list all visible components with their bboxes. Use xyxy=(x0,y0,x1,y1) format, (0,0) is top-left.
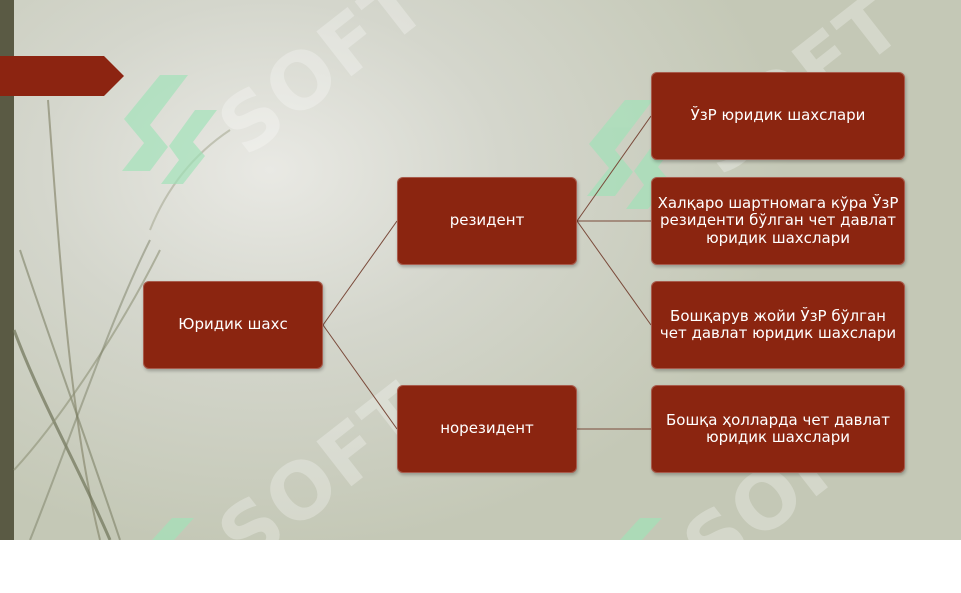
decorative-curves xyxy=(12,99,231,540)
watermark-logo-icon xyxy=(587,100,653,196)
left-accent-bar xyxy=(0,0,14,540)
watermark-logo-icon xyxy=(122,75,188,171)
title-arrow-tab xyxy=(0,56,124,96)
connector-line xyxy=(322,220,398,326)
node-root: Юридик шахс xyxy=(143,281,323,369)
node-resident: резидент xyxy=(397,177,577,265)
node-intl-treaty-residents: Халқаро шартномага кўра ЎзР резиденти бў… xyxy=(651,177,905,265)
connector-line xyxy=(322,324,398,430)
node-other-foreign-entities: Бошқа ҳолларда чет давлат юридик шахслар… xyxy=(651,385,905,473)
node-management-in-uzr: Бошқарув жойи ЎзР бўлган чет давлат юрид… xyxy=(651,281,905,369)
diagram-connectors xyxy=(322,115,652,430)
node-nonresident: норезидент xyxy=(397,385,577,473)
node-uzr-legal-entities: ЎзР юридик шахслари xyxy=(651,72,905,160)
connector-line xyxy=(576,220,652,326)
watermark-logos xyxy=(122,75,682,540)
connector-line xyxy=(576,115,652,222)
